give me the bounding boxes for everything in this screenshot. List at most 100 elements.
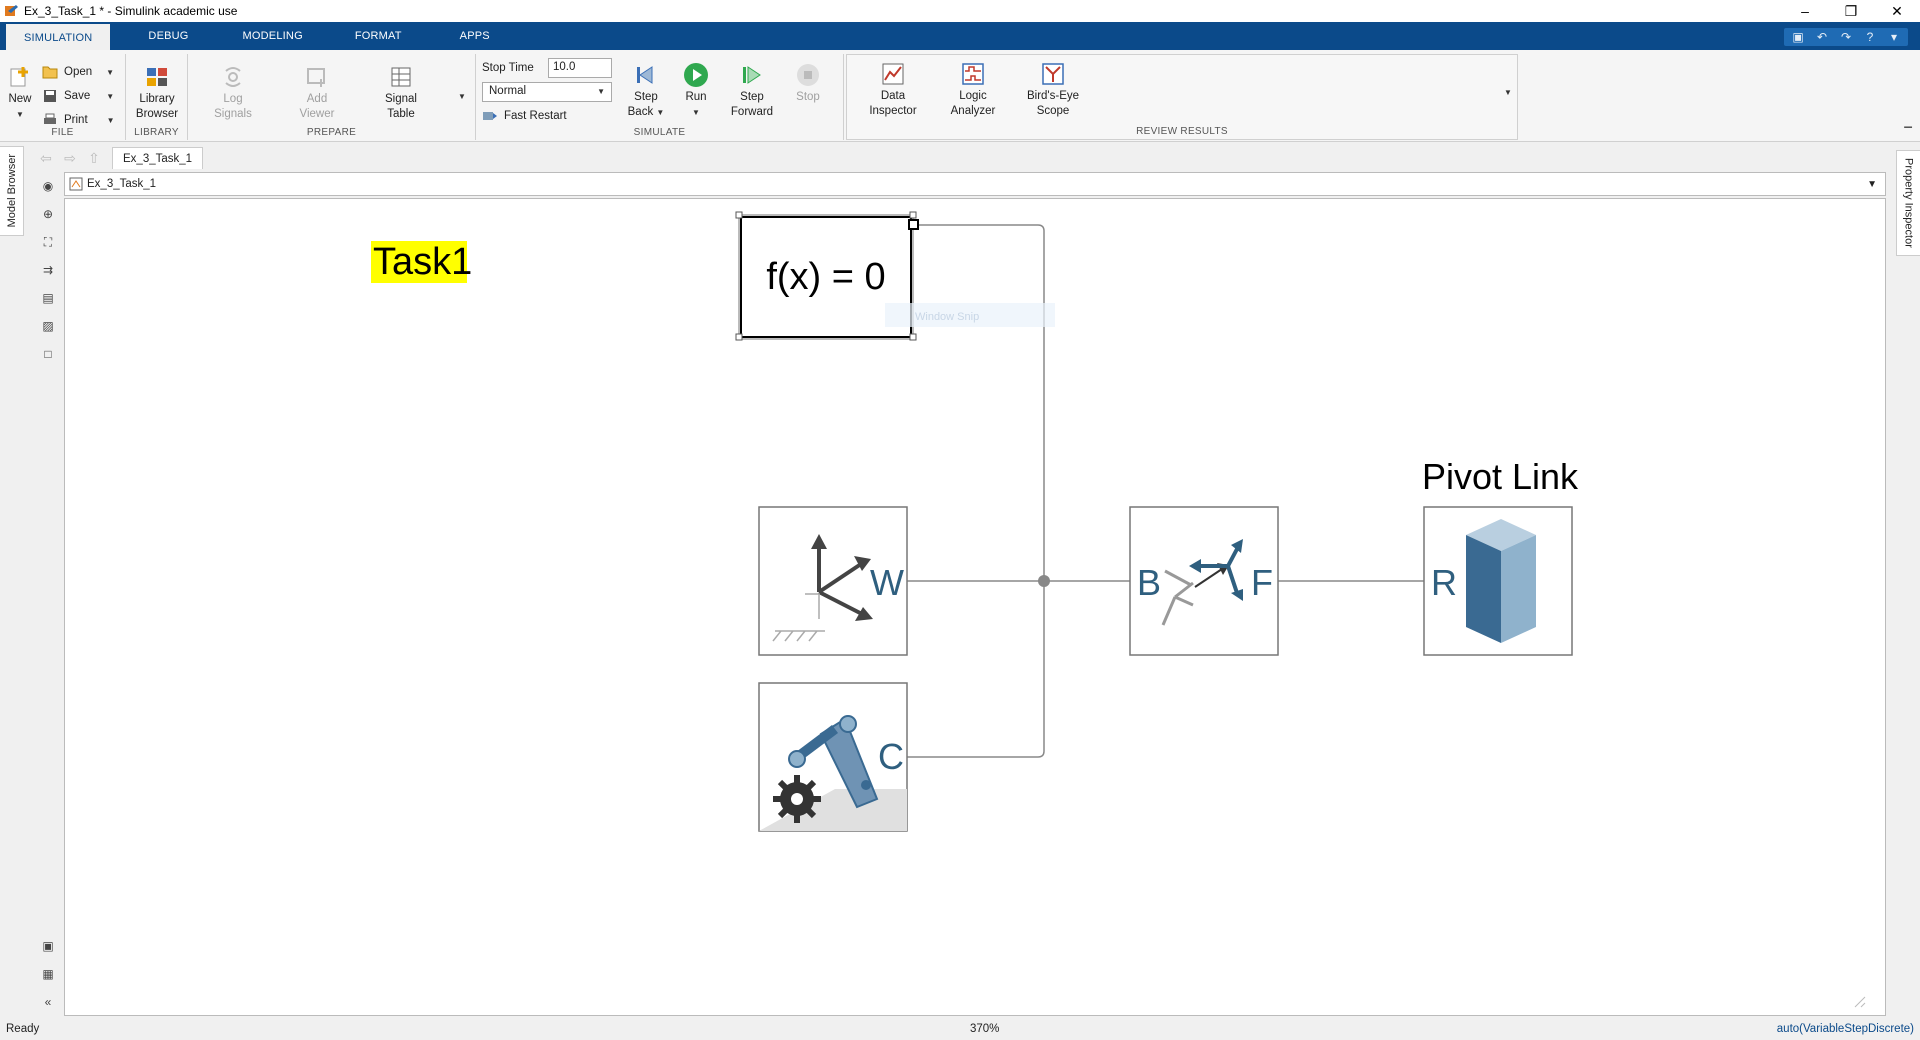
signal-table-button[interactable]: Signal Table: [376, 64, 426, 122]
model-explorer-icon[interactable]: ▦: [42, 967, 54, 981]
prepare-group: Log Signals Add Viewer Signal Table ▼ PR…: [188, 54, 476, 140]
step-forward-icon: [739, 62, 765, 88]
collapse-left-icon[interactable]: «: [44, 995, 52, 1009]
data-inspector-icon: [880, 61, 906, 87]
zoom-icon[interactable]: ⊕: [42, 207, 54, 221]
undo-icon[interactable]: ↶: [1816, 30, 1828, 44]
screenshot-icon[interactable]: ▣: [42, 939, 54, 953]
stop-button[interactable]: Stop: [788, 62, 828, 105]
signal-log-icon: [220, 64, 246, 90]
signal-arrows-icon[interactable]: ⇉: [42, 263, 54, 277]
property-inspector-tab[interactable]: Property Inspector: [1896, 150, 1920, 256]
tab-debug[interactable]: DEBUG: [148, 30, 189, 42]
back-arrow-icon[interactable]: ⇦: [40, 149, 52, 166]
fit-to-view-icon[interactable]: ⛶: [43, 234, 53, 249]
ribbon-expand-icon[interactable]: ▼: [1504, 88, 1512, 97]
collapse-ribbon-icon[interactable]: ▔: [1904, 128, 1912, 139]
simulation-mode-select[interactable]: Normal ▼: [482, 82, 612, 102]
pivot-link-solid-block[interactable]: R: [1423, 506, 1573, 656]
signal-table-label-2: Table: [387, 108, 415, 120]
review-results-group: Data Inspector Logic Analyzer Bird's-Eye…: [846, 54, 1518, 140]
help-icon[interactable]: ?: [1866, 30, 1874, 44]
chevron-down-icon: ▼: [692, 108, 700, 117]
add-viewer-label-1: Add: [306, 93, 328, 105]
save-button[interactable]: Save ▼: [42, 86, 114, 106]
window-title: Ex_3_Task_1 * - Simulink academic use: [24, 4, 238, 18]
fast-restart-icon: [482, 108, 498, 124]
new-button[interactable]: New ▼: [6, 64, 34, 122]
library-browser-label-2: Browser: [135, 108, 179, 120]
solver-link[interactable]: auto(VariableStepDiscrete): [1776, 1023, 1914, 1035]
stop-icon: [795, 62, 821, 88]
library-browser-button[interactable]: Library Browser: [132, 64, 182, 122]
logic-analyzer-icon: [960, 61, 986, 87]
log-signals-button[interactable]: Log Signals: [208, 64, 258, 122]
step-back-button[interactable]: Step Back ▼: [624, 62, 668, 120]
close-button[interactable]: ✕: [1891, 2, 1903, 19]
prepare-expand-icon[interactable]: ▼: [458, 92, 466, 101]
logic-analyzer-button[interactable]: Logic Analyzer: [943, 61, 1003, 119]
log-signals-label-1: Log: [223, 93, 243, 105]
add-viewer-button[interactable]: Add Viewer: [292, 64, 342, 122]
chevron-down-icon: ▼: [106, 115, 115, 125]
world-frame-block[interactable]: W: [758, 506, 908, 656]
annotation-icon[interactable]: ▤: [42, 291, 54, 305]
block-diagram[interactable]: Task1 f(x) = 0 Window Snip W: [65, 199, 1886, 1016]
library-group-label: LIBRARY: [134, 127, 179, 138]
library-group: Library Browser LIBRARY: [126, 54, 188, 140]
resize-grip-icon: [1854, 996, 1866, 1008]
up-arrow-icon[interactable]: ⇧: [88, 149, 100, 166]
birds-eye-scope-button[interactable]: Bird's-Eye Scope: [1023, 61, 1083, 119]
simulate-group-label: SIMULATE: [633, 127, 686, 138]
chevron-down-icon: ▼: [597, 87, 605, 96]
pivot-link-title[interactable]: Pivot Link: [1422, 456, 1579, 497]
transform-port-f: F: [1251, 562, 1273, 603]
open-label: Open: [64, 66, 93, 78]
library-icon: [144, 64, 170, 90]
run-button[interactable]: Run ▼: [676, 62, 716, 120]
open-button[interactable]: Open ▼: [42, 62, 114, 82]
property-inspector-label: Property Inspector: [1902, 158, 1915, 248]
step-back-label-1: Step: [634, 91, 658, 103]
title-bar: Ex_3_Task_1 * - Simulink academic use – …: [0, 0, 1920, 22]
fast-restart-button[interactable]: Fast Restart: [482, 106, 567, 126]
file-group-label: FILE: [51, 127, 74, 138]
area-icon[interactable]: □: [44, 347, 52, 361]
tab-format[interactable]: FORMAT: [354, 30, 402, 42]
printer-icon: [42, 112, 58, 128]
save-icon[interactable]: ▣: [1792, 30, 1804, 44]
forward-arrow-icon[interactable]: ⇨: [64, 149, 76, 166]
solver-connection-line[interactable]: [911, 224, 1045, 581]
redo-icon[interactable]: ↷: [1840, 30, 1852, 44]
simulate-group: Stop Time 10.0 Normal ▼ Fast Restart Ste…: [476, 54, 844, 140]
gear-icon: [773, 775, 821, 823]
model-tab[interactable]: Ex_3_Task_1: [112, 147, 204, 169]
stop-time-input[interactable]: 10.0: [548, 58, 612, 78]
minimize-button[interactable]: –: [1801, 3, 1809, 19]
simulation-mode-value: Normal: [489, 85, 527, 97]
data-inspector-button[interactable]: Data Inspector: [863, 61, 923, 119]
mechanism-configuration-block[interactable]: C: [758, 682, 908, 832]
model-navigation-bar: ⇦ ⇨ ⇧ Ex_3_Task_1: [34, 146, 1886, 170]
rigid-transform-block[interactable]: B F: [1129, 506, 1279, 656]
viewer-icon: [304, 64, 330, 90]
model-canvas[interactable]: Task1 f(x) = 0 Window Snip W: [64, 198, 1886, 1016]
hide-show-browser-icon[interactable]: ◉: [42, 179, 54, 193]
image-icon[interactable]: ▨: [42, 319, 54, 333]
breadcrumb[interactable]: Ex_3_Task_1 ▼: [64, 172, 1886, 196]
model-browser-tab[interactable]: Model Browser: [0, 146, 24, 236]
mech-connection-line[interactable]: [907, 581, 1045, 758]
restore-button[interactable]: ❐: [1844, 2, 1858, 19]
simulink-app-icon: [5, 5, 18, 16]
solver-configuration-block[interactable]: f(x) = 0: [735, 211, 919, 341]
tab-modeling[interactable]: MODELING: [242, 30, 303, 42]
step-forward-button[interactable]: Step Forward: [726, 62, 778, 120]
tab-simulation[interactable]: SIMULATION: [6, 24, 111, 50]
logic-analyzer-label-1: Logic: [959, 90, 987, 102]
chevron-down-icon[interactable]: ▾: [1890, 30, 1898, 44]
tab-apps[interactable]: APPS: [459, 30, 490, 42]
print-button[interactable]: Print ▼: [42, 110, 115, 130]
chevron-down-icon[interactable]: ▼: [1867, 178, 1877, 190]
solid-port-label: R: [1431, 562, 1457, 603]
task-annotation[interactable]: Task1: [373, 241, 472, 283]
